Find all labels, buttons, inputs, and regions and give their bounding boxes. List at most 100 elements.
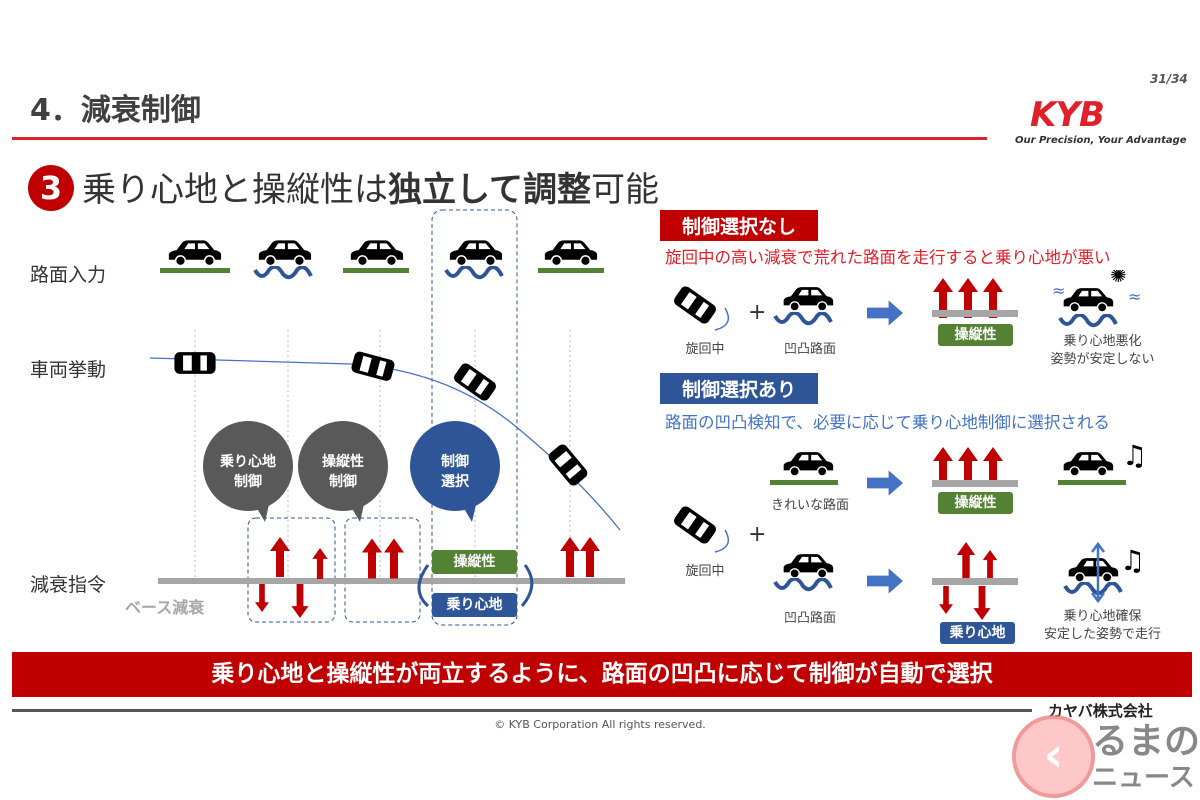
rotation-arrow-icon — [714, 529, 730, 553]
speech-bubbles — [203, 421, 500, 522]
label-turning: 旋回中 — [685, 564, 725, 579]
bubble-control-selection: 制御選択 — [410, 452, 500, 492]
car-icon — [782, 451, 834, 477]
bumpy-road — [446, 267, 502, 277]
comparison-diagram: ✺ ≈ ≈ ♫ ♫ — [671, 270, 1147, 620]
watermark-text: るまの — [1092, 721, 1200, 762]
bumpy-road — [775, 579, 831, 589]
car-icon — [782, 286, 834, 312]
heading-bold: 独立して調整 — [388, 170, 591, 210]
bubble-text: 制御 — [329, 474, 357, 490]
copyright: © KYB Corporation All rights reserved. — [494, 718, 706, 731]
without-selection-header: 制御選択なし — [660, 210, 819, 241]
label-turning: 旋回中 — [685, 342, 725, 357]
result-text: 姿勢が安定しない — [1050, 352, 1155, 367]
flat-road — [160, 268, 230, 273]
flat-road — [1058, 480, 1126, 485]
row-label-damping-command: 減衰指令 — [30, 574, 107, 596]
turning-car-icon — [671, 504, 719, 546]
car-icon — [1067, 557, 1119, 583]
down-arrow-icon — [973, 586, 991, 620]
top-car-icon — [350, 350, 396, 383]
down-arrow-icon — [291, 584, 309, 618]
footer-divider — [12, 709, 1032, 712]
result-text: 乗り心地悪化 — [1063, 334, 1142, 349]
flat-road — [770, 480, 838, 485]
right-arrow-icon — [867, 470, 903, 496]
handling-dashed-box — [344, 517, 421, 623]
car-icon — [258, 239, 312, 267]
music-note-icon: ♫ — [1120, 544, 1145, 577]
bubble-text: 制御 — [234, 474, 262, 490]
shake-icon: ≈ — [1128, 287, 1141, 306]
top-car-icon — [174, 352, 216, 374]
company-name: カヤバ株式会社 — [1048, 702, 1153, 720]
tag-handling: 操縦性 — [938, 492, 1013, 514]
bumpy-road — [1060, 315, 1116, 325]
plus-sign: + — [748, 300, 767, 325]
with-selection-description: 路面の凹凸検知で、必要に応じて乗り心地制御に選択される — [665, 413, 1110, 432]
bubble-comfort-control: 乗り心地制御 — [203, 452, 293, 492]
rotation-arrow-icon — [714, 307, 730, 331]
result-text: 安定した姿勢で走行 — [1043, 627, 1161, 642]
damping-timeline-diagram — [149, 209, 625, 626]
damping-bar — [932, 310, 1018, 317]
switch-arrow-icon — [520, 564, 534, 607]
vehicle-path — [149, 357, 621, 531]
label-bumpy-road: 凹凸路面 — [783, 611, 836, 626]
comfort-dashed-box — [247, 517, 336, 623]
right-arrow-icon — [867, 300, 903, 326]
damping-bar — [932, 480, 1018, 487]
turning-car-icon — [671, 284, 719, 326]
label-clean-road: きれいな路面 — [770, 498, 849, 513]
heading-part: 可能 — [590, 170, 659, 210]
watermark-logo-icon: ‹ — [1012, 715, 1095, 798]
up-arrow-icon — [362, 538, 382, 579]
bumpy-road — [775, 313, 831, 323]
vertical-motion-icon — [1091, 541, 1105, 604]
watermark-text: ニュース — [1092, 763, 1195, 793]
car-icon — [1062, 287, 1114, 313]
kyb-logo: KYB — [1030, 95, 1105, 135]
flat-road — [343, 268, 409, 273]
base-damping-label: ベース減衰 — [125, 598, 205, 617]
label-bumpy-road: 凹凸路面 — [783, 342, 836, 357]
up-arrow-icon — [982, 550, 998, 579]
shake-icon: ≈ — [1052, 281, 1065, 300]
damping-bar — [932, 578, 1018, 585]
music-note-icon: ♫ — [1122, 439, 1147, 472]
row-label-road-input: 路面入力 — [30, 264, 107, 286]
up-arrow-icon — [384, 538, 404, 579]
car-icon — [782, 553, 834, 579]
bubble-text: 乗り心地 — [220, 454, 276, 470]
row-label-vehicle-behavior: 車両挙動 — [30, 359, 107, 381]
kyb-tagline: Our Precision, Your Advantage — [1015, 135, 1187, 146]
result-text: 乗り心地確保 — [1063, 609, 1142, 624]
up-arrow-icon — [580, 537, 600, 577]
scribble-icon: ✺ — [1110, 270, 1127, 287]
top-car-icon — [546, 442, 590, 488]
base-damping-bar — [158, 578, 625, 584]
slide-title: 4．減衰制御 — [30, 93, 201, 128]
car-icon — [1062, 451, 1114, 477]
car-icon — [544, 239, 598, 267]
tag-comfort: 乗り心地 — [432, 593, 517, 617]
down-arrow-icon — [939, 586, 953, 614]
up-arrow-icon — [956, 542, 976, 579]
bubble-text: 操縦性 — [322, 454, 364, 470]
right-arrow-icon — [867, 568, 903, 594]
bumpy-road — [255, 267, 311, 277]
result-good-comfort: 乗り心地確保安定した姿勢で走行 — [1030, 608, 1175, 644]
car-icon — [449, 239, 503, 267]
without-selection-description: 旋回中の高い減衰で荒れた路面を走行すると乗り心地が悪い — [665, 248, 1111, 267]
up-arrow-icon — [560, 537, 580, 577]
tag-handling: 操縦性 — [938, 324, 1013, 346]
switch-arrow-icon — [417, 564, 430, 608]
tag-handling: 操縦性 — [432, 550, 517, 574]
car-icon — [168, 239, 222, 267]
down-arrow-icon — [255, 584, 269, 612]
up-arrow-icon — [312, 548, 328, 579]
heading-part: 乗り心地と操縦性は — [82, 170, 388, 210]
plus-sign: + — [748, 522, 767, 547]
conclusion-banner: 乗り心地と操縦性が両立するように、路面の凹凸に応じて制御が自動で選択 — [12, 652, 1192, 697]
